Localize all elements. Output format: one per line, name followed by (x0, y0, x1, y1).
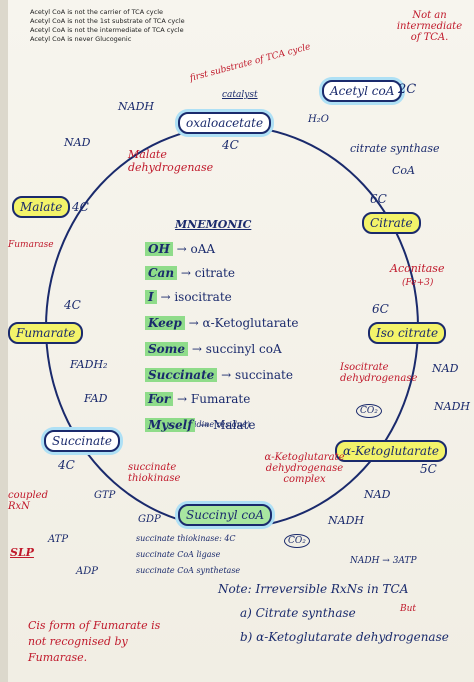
irreversible-item: a) Citrate synthase (240, 606, 356, 620)
acetyl-carbon: 2C (398, 82, 417, 97)
irreversible-item: b) α-Ketoglutarate dehydrogenase (240, 630, 449, 644)
fadh2-label: FADH₂ (70, 358, 108, 371)
isocitrate-carbon: 6C (372, 302, 389, 316)
oaa-carbon: 4C (222, 138, 239, 152)
akg-dehydrogenase-label: α-Ketoglutarate dehydrogenase complex (264, 452, 345, 485)
coupled-reaction-note: coupled RxN (8, 490, 48, 512)
adp-label: ADP (76, 566, 98, 577)
catalyst-note: catalyst (222, 90, 258, 100)
co2-iso: CO₂ (356, 404, 382, 418)
malate-node: Malate (12, 196, 71, 218)
gdp-label: GDP (138, 514, 161, 525)
mnemonic-row: Myself → Malate (145, 418, 255, 432)
mnemonic-value: → Malate (199, 418, 256, 432)
mnemonic-title: MNEMONIC (175, 218, 252, 231)
nadh-iso: NADH (434, 400, 470, 413)
alpha-kg-node: α-Ketoglutarate (335, 440, 447, 462)
acetyl-coa-node: Acetyl coA (322, 80, 403, 102)
thiokinase-note: succinate CoA ligase (136, 550, 221, 559)
isocitrate-node: Iso citrate (368, 322, 447, 344)
mnemonic-row: Can → citrate (145, 266, 235, 280)
fumarase-label: Fumarase (8, 240, 54, 250)
succinate-node: Succinate (44, 430, 121, 452)
mnemonic-row: I → isocitrate (145, 290, 232, 304)
nadh-top: NADH (118, 100, 154, 113)
succinyl-coa-node: Succinyl coA (178, 504, 272, 526)
akg-carbon: 5C (420, 462, 437, 476)
nad-top: NAD (64, 136, 91, 149)
citrate-node: Citrate (362, 212, 421, 234)
nad-akg: NAD (364, 488, 391, 501)
mnemonic-value: → α-Ketoglutarate (188, 316, 299, 330)
fad-label: FAD (84, 392, 108, 405)
isocitrate-dehydrogenase-label: Isocitrate dehydrogenase (340, 362, 418, 384)
cis-fumarate-note: Cis form of Fumarate is not recognised b… (28, 619, 161, 664)
citrate-synthase-label: citrate synthase (350, 142, 440, 155)
mnemonic-value: → Fumarate (177, 392, 251, 406)
thiokinase-note: succinate CoA synthetase (136, 566, 241, 575)
malate-dehydrogenase-label: Malate dehydrogenase (128, 148, 214, 174)
thiokinase-note: succinate thiokinase: 4C (136, 534, 236, 543)
note-line: Acetyl CoA is not the intermediate of TC… (30, 26, 184, 34)
nadh-akg: NADH (328, 514, 364, 527)
oxaloacetate-node: oxaloacetate (178, 112, 272, 134)
mnemonic-value: → succinate (221, 368, 293, 382)
mnemonic-key: Keep (145, 316, 185, 330)
mnemonic-value: → oAA (176, 242, 216, 256)
atp-label: ATP (48, 534, 69, 545)
irreversible-title: Note: Irreversible RxNs in TCA (218, 582, 409, 596)
mnemonic-key: For (145, 392, 174, 406)
mnemonic-row: Succinate → succinate (145, 368, 293, 382)
mnemonic-row: Some → succinyl coA (145, 342, 282, 356)
acetyl-coa-notes: Acetyl CoA is not the carrier of TCA cyc… (30, 8, 185, 44)
mnemonic-row: Keep → α-Ketoglutarate (145, 316, 299, 330)
mnemonic-key: Succinate (145, 368, 218, 382)
mnemonic-key: Some (145, 342, 189, 356)
mnemonic-value: → isocitrate (160, 290, 232, 304)
mnemonic-key: I (145, 290, 157, 304)
note-line: Acetyl CoA is not the carrier of TCA cyc… (30, 8, 164, 16)
coa-label: CoA (392, 164, 415, 177)
fumarate-node: Fumarate (8, 322, 84, 344)
succinate-carbon: 4C (58, 458, 75, 472)
slp-note: SLP (10, 546, 34, 559)
co2-akg: CO₂ (284, 534, 310, 548)
mnemonic-value: → citrate (180, 266, 235, 280)
thiokinase-label: succinate thiokinase (128, 462, 181, 484)
mnemonic-row: OH → oAA (145, 242, 215, 256)
note-line: Acetyl CoA is never Glucogenic (30, 35, 132, 43)
gtp-label: GTP (94, 490, 116, 501)
but-note: But (400, 604, 417, 614)
mnemonic-key: Myself (145, 418, 196, 432)
not-intermediate-note: Not an intermediate of TCA. (396, 10, 463, 43)
citrate-carbon: 6C (370, 192, 387, 206)
mnemonic-key: OH (145, 242, 173, 256)
mnemonic-value: → succinyl coA (191, 342, 282, 356)
mnemonic-key: Can (145, 266, 178, 280)
histidine-note: (Histidine residue) (174, 420, 250, 429)
fumarate-carbon: 4C (64, 298, 81, 312)
nad-iso: NAD (432, 362, 459, 375)
malate-carbon: 4C (72, 200, 89, 214)
page-margin (0, 0, 8, 682)
aconitase-cofactor: (Fe+3) (402, 278, 434, 288)
nadh-atp-note: NADH → 3ATP (350, 556, 417, 566)
mnemonic-row: For → Fumarate (145, 392, 250, 406)
aconitase-label: Aconitase (390, 262, 445, 275)
water-label: H₂O (308, 114, 329, 125)
note-line: Acetyl CoA is not the 1st substrate of T… (30, 17, 185, 25)
